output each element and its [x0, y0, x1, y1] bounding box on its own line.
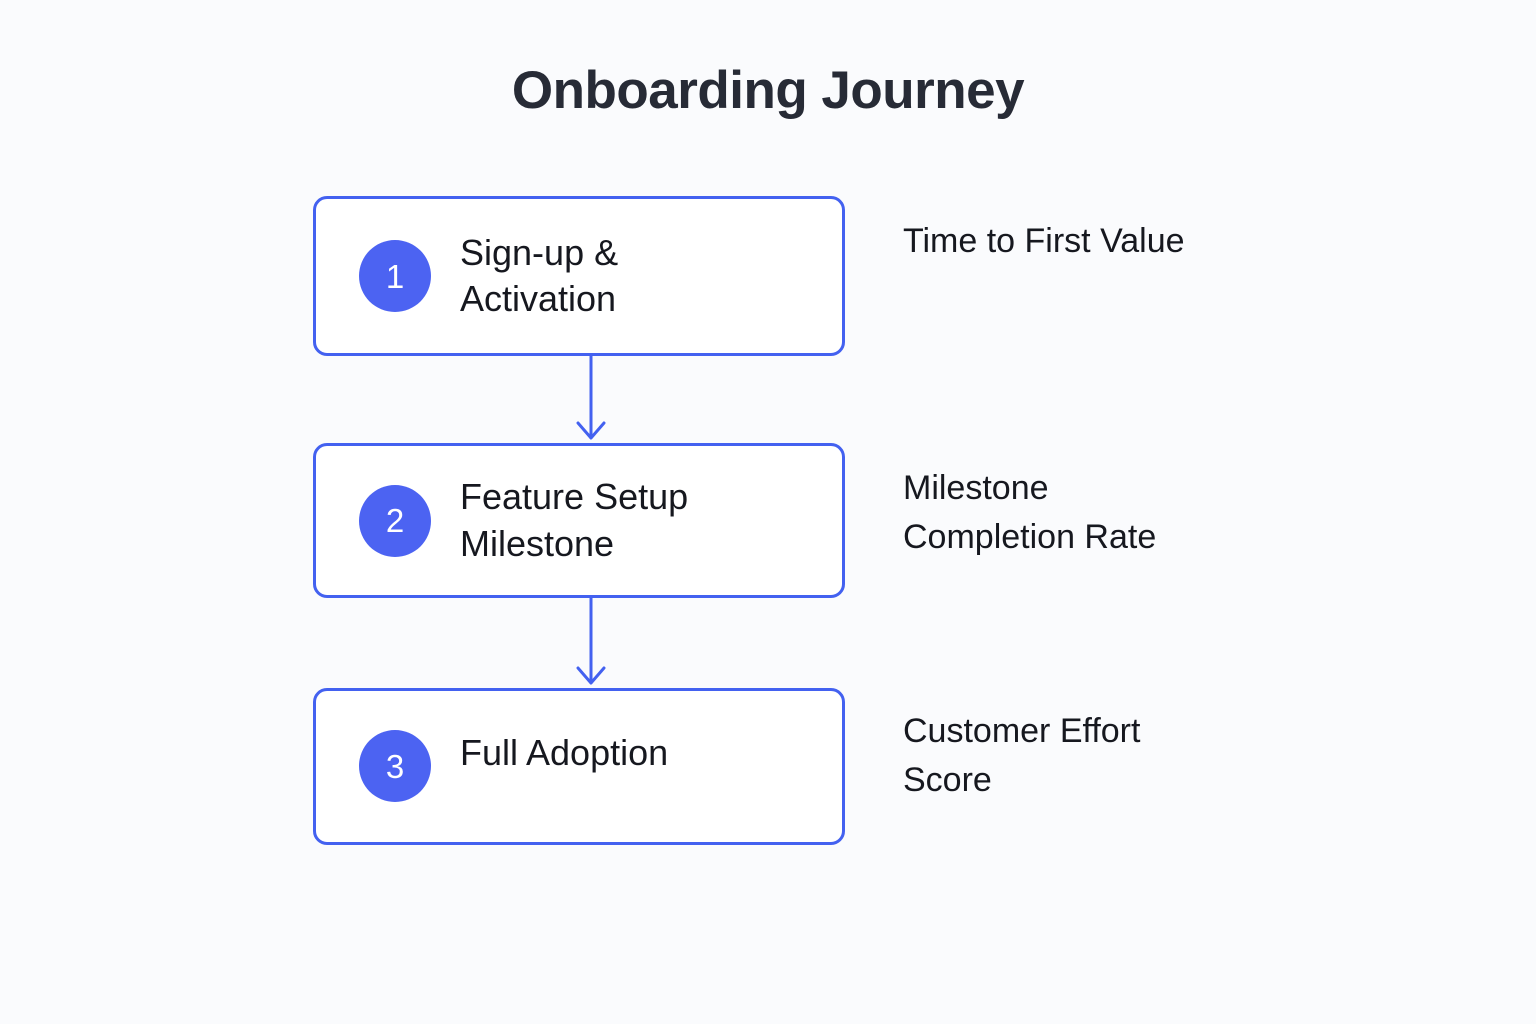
arrow-step-1-to-2-icon	[565, 353, 617, 445]
metric-label-2: Milestone Completion Rate	[903, 469, 1157, 556]
metric-label-3: Customer Effort Score	[903, 712, 1141, 799]
page-title: Onboarding Journey	[511, 61, 1025, 120]
flow-step-card-1[interactable]: 1 Sign-up & Activation	[313, 196, 845, 356]
step-label-3: Full Adoption	[460, 732, 669, 773]
flow-step-card-3[interactable]: 3 Full Adoption	[313, 688, 845, 845]
step-label-2: Feature Setup Milestone	[460, 476, 689, 564]
step-number-badge-1: 1	[359, 240, 431, 312]
arrow-step-2-to-3-icon	[565, 598, 617, 690]
step-number-badge-3: 3	[359, 730, 431, 802]
step-number-badge-2: 2	[359, 484, 431, 557]
step-label-1: Sign-up & Activation	[460, 231, 619, 319]
flow-step-card-2[interactable]: 2 Feature Setup Milestone	[313, 443, 845, 598]
metric-label-1: Time to First Value	[903, 222, 1185, 260]
